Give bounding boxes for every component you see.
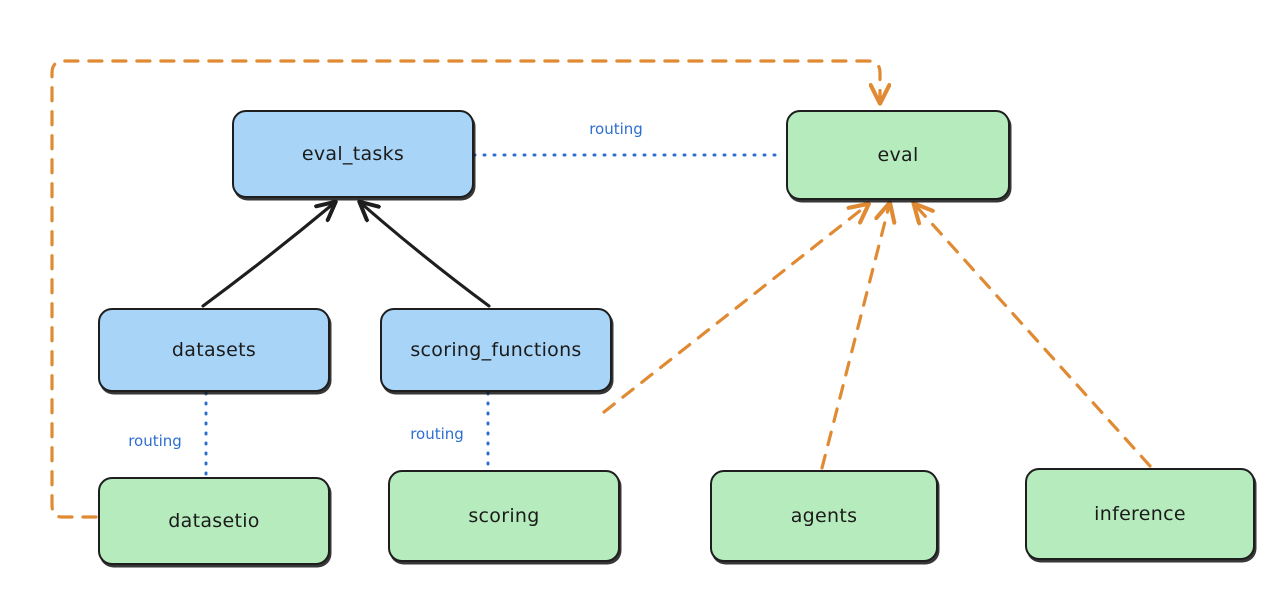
node-scoring-label: scoring (468, 504, 540, 527)
node-scoring-functions-label: scoring_functions (410, 338, 582, 361)
node-eval-label: eval (877, 143, 919, 166)
node-scoring-functions[interactable]: scoring_functions (380, 308, 612, 392)
node-agents[interactable]: agents (710, 470, 938, 562)
edge-datasets-to-eval-tasks (201, 204, 333, 308)
edge-inference-to-eval (916, 206, 1152, 468)
edge-scoring-functions-to-eval-tasks (362, 204, 491, 308)
node-datasets-label: datasets (171, 338, 257, 361)
edge-scoring-to-eval (602, 206, 866, 414)
node-inference[interactable]: inference (1025, 468, 1255, 560)
node-inference-label: inference (1094, 502, 1186, 525)
node-agents-label: agents (790, 504, 858, 527)
node-datasets[interactable]: datasets (98, 308, 330, 392)
edge-label-routing-datasets-datasetio: routing (128, 432, 182, 450)
node-scoring[interactable]: scoring (388, 470, 620, 562)
edge-label-routing-scoring-functions-scoring: routing (410, 425, 464, 443)
edge-agents-to-eval (820, 206, 889, 470)
node-eval[interactable]: eval (786, 110, 1010, 200)
node-datasetio[interactable]: datasetio (98, 477, 330, 565)
edge-label-routing-eval-tasks-eval: routing (589, 120, 643, 138)
node-datasetio-label: datasetio (168, 509, 260, 532)
node-eval-tasks-label: eval_tasks (301, 142, 405, 165)
node-eval-tasks[interactable]: eval_tasks (232, 110, 474, 198)
